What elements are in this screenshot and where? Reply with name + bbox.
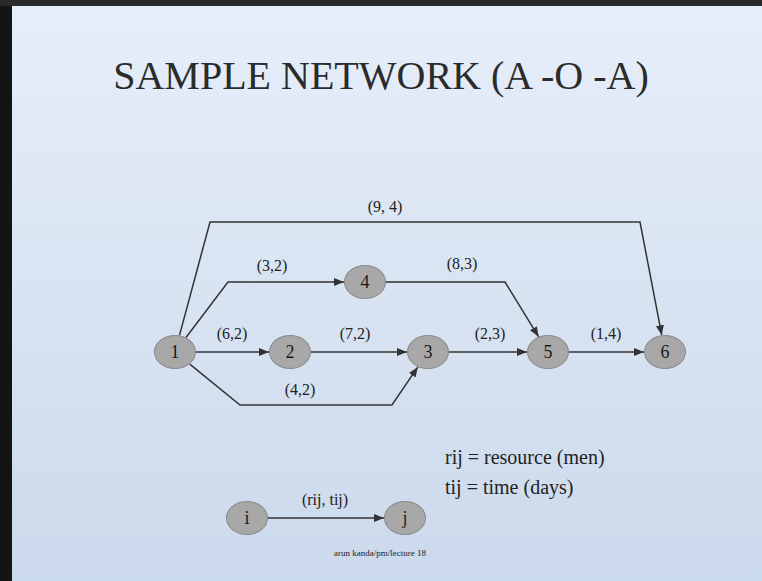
activity-arrow <box>311 351 407 353</box>
activity-arrow <box>569 351 644 353</box>
activity-label: (8,3) <box>447 255 478 273</box>
node-number: i <box>244 508 249 529</box>
event-node: i <box>226 501 268 535</box>
event-node: 5 <box>527 335 569 369</box>
activity-arrow <box>268 517 384 519</box>
node-number: 6 <box>661 342 670 363</box>
event-node: 2 <box>269 335 311 369</box>
event-node: 1 <box>154 335 196 369</box>
node-number: 2 <box>286 342 295 363</box>
activity-label: (4,2) <box>285 381 316 399</box>
activity-arrow <box>196 351 269 353</box>
notation-note: tij = time (days) <box>445 476 573 499</box>
activity-label: (6,2) <box>217 325 248 343</box>
activity-label: (1,4) <box>591 325 622 343</box>
event-node: 6 <box>644 335 686 369</box>
notation-note: rij = resource (men) <box>445 446 605 469</box>
activity-label: (9, 4) <box>368 198 403 216</box>
event-node: 4 <box>344 265 386 299</box>
node-number: 1 <box>171 342 180 363</box>
slide-edge <box>0 0 12 581</box>
slide-title: SAMPLE NETWORK (A -O -A) <box>0 52 762 99</box>
activity-arrow <box>190 364 418 405</box>
event-node: j <box>384 501 426 535</box>
node-number: 5 <box>544 342 553 363</box>
node-number: 3 <box>424 342 433 363</box>
activity-arrow <box>179 222 661 335</box>
activity-arrow <box>449 351 527 353</box>
activity-label: (rij, tij) <box>302 491 348 509</box>
event-node: 3 <box>407 335 449 369</box>
slide-edge <box>0 0 762 6</box>
activity-arrow <box>386 282 539 337</box>
node-number: j <box>402 508 407 529</box>
activity-label: (2,3) <box>475 325 506 343</box>
activity-label: (7,2) <box>340 325 371 343</box>
activity-arrow <box>186 282 344 338</box>
footer-note: arun kanda/pm/lecture 18 <box>334 548 426 558</box>
activity-label: (3,2) <box>257 257 288 275</box>
node-number: 4 <box>361 272 370 293</box>
